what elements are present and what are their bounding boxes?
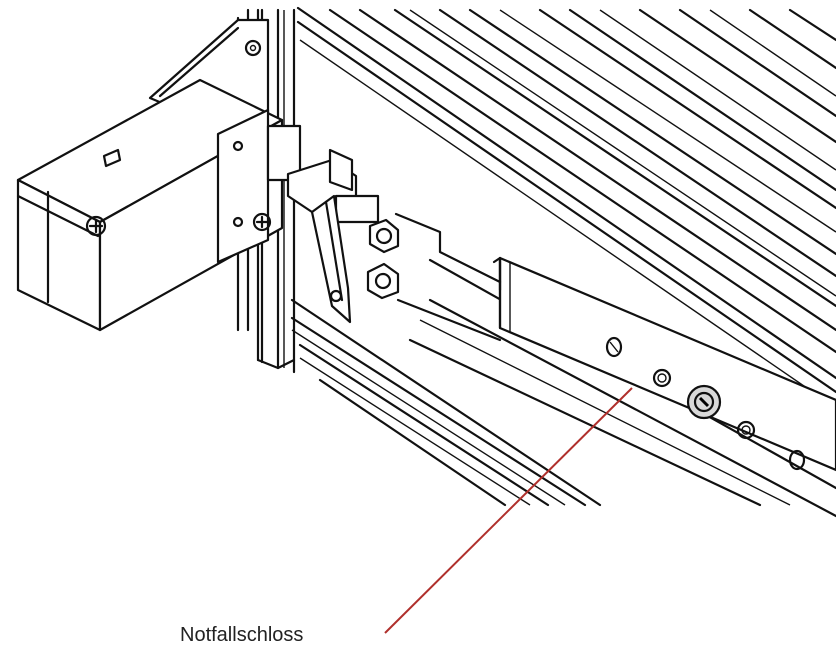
callout-label: Notfallschloss xyxy=(180,624,304,646)
lock-plate xyxy=(498,256,836,472)
callout-leader-line xyxy=(384,387,633,634)
hex-nut xyxy=(368,218,400,254)
lock-housing xyxy=(16,78,284,332)
latch-mechanism xyxy=(266,124,502,342)
profile-rails xyxy=(296,6,836,409)
hex-nut xyxy=(366,262,400,300)
